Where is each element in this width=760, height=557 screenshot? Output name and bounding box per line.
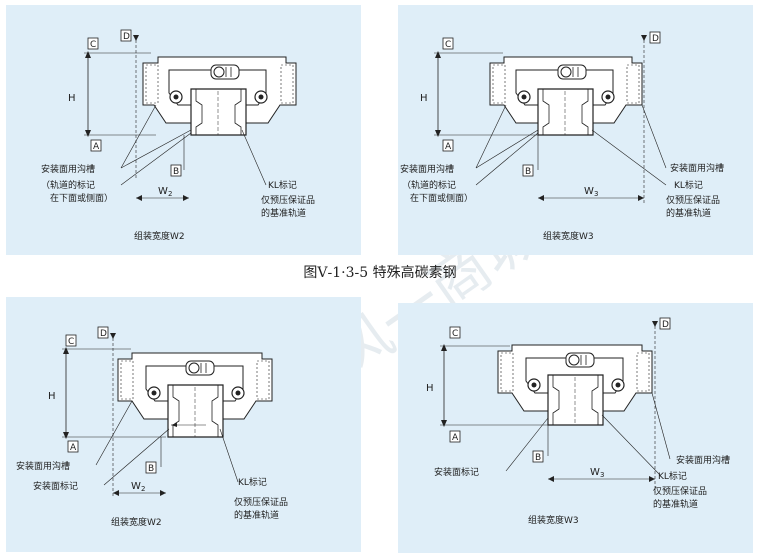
label-kl: KL标记 — [658, 470, 687, 482]
width-symbol: W — [131, 481, 141, 492]
diagram-panel-w3-groove: H C A D B W 3 安装面用沟槽 （轨道的标记 在下面或侧面） 安装面用… — [398, 5, 753, 255]
label-mark: 安装面标记 — [434, 466, 479, 478]
width-symbol: W — [584, 186, 594, 197]
label-note-2: 在下面或侧面） — [410, 192, 473, 204]
width-symbol: W — [158, 186, 168, 197]
label-preload-1: 仅预压保证品 — [653, 485, 707, 497]
diagram-panel-w2-mark: H C A D B W 2 安装面用沟槽 安装面标记 KL标记 仅预压保证品 的… — [6, 297, 361, 552]
dim-h: H — [48, 391, 56, 402]
label-preload-1: 仅预压保证品 — [666, 194, 720, 206]
width-subscript: 3 — [594, 190, 598, 198]
ref-c: C — [68, 337, 74, 347]
panel-title: 组装宽度W2 — [134, 230, 185, 242]
label-groove: 安装面用沟槽 — [41, 163, 95, 175]
panel-title: 组装宽度W2 — [111, 516, 162, 528]
ref-d: D — [652, 34, 659, 44]
dim-h: H — [426, 383, 434, 394]
figure-caption: 图Ⅴ-1·3-5 特殊高碳素钢 — [303, 265, 457, 281]
width-subscript: 2 — [168, 190, 172, 198]
width-subscript: 2 — [141, 485, 145, 493]
width-symbol: W — [590, 467, 600, 478]
ref-d: D — [662, 320, 669, 330]
label-groove: 安装面用沟槽 — [16, 460, 70, 472]
label-preload-2: 的基准轨道 — [653, 498, 698, 510]
ref-d: D — [123, 32, 130, 42]
ref-b: B — [525, 167, 531, 177]
dim-h: H — [68, 93, 76, 104]
panel-title: 组装宽度W3 — [543, 230, 594, 242]
label-mark: 安装面标记 — [33, 480, 78, 492]
ref-b: B — [173, 167, 179, 177]
label-preload-2: 的基准轨道 — [234, 509, 279, 521]
label-preload-1: 仅预压保证品 — [234, 496, 288, 508]
dim-h: H — [420, 93, 428, 104]
panel-title: 组装宽度W3 — [528, 514, 579, 526]
label-note-1: （轨道的标记 — [402, 179, 456, 191]
label-note-2: 在下面或侧面） — [50, 192, 113, 204]
ref-a: A — [93, 142, 100, 152]
diagram-panel-w2-groove: H C A D B W 2 安装面用沟槽 （轨道的标记 在下面或侧面） KL标记… — [6, 5, 361, 255]
label-kl: KL标记 — [674, 179, 703, 191]
label-note-1: （轨道的标记 — [41, 179, 95, 191]
ref-b: B — [148, 464, 154, 474]
label-preload-1: 仅预压保证品 — [261, 194, 315, 206]
ref-a: A — [70, 443, 77, 453]
label-kl: KL标记 — [238, 476, 267, 488]
label-preload-2: 的基准轨道 — [261, 207, 306, 219]
label-kl: KL标记 — [268, 179, 297, 191]
label-groove-right: 安装面用沟槽 — [670, 162, 724, 174]
ref-b: B — [535, 453, 541, 463]
ref-c: C — [90, 40, 96, 50]
ref-a: A — [452, 433, 459, 443]
label-preload-2: 的基准轨道 — [666, 207, 711, 219]
label-groove: 安装面用沟槽 — [676, 454, 730, 466]
ref-d: D — [100, 329, 107, 339]
ref-c: C — [452, 329, 458, 339]
diagram-panel-w3-mark: H C A D B W 3 安装面标记 安装面用沟槽 KL标记 仅预压保证品 的… — [398, 303, 753, 553]
ref-a: A — [445, 142, 452, 152]
label-groove-left: 安装面用沟槽 — [400, 163, 454, 175]
width-subscript: 3 — [600, 471, 604, 479]
ref-c: C — [445, 40, 451, 50]
